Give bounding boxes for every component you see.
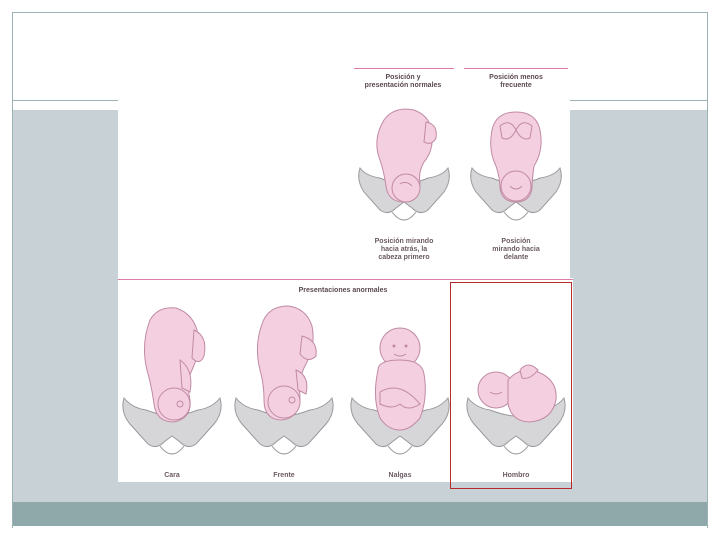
heading-abnormal: Presentaciones anormales [298, 287, 388, 294]
panel-looking-back [354, 100, 454, 240]
slide-frame-left [12, 12, 13, 528]
heading-line-less-frequent [464, 68, 568, 69]
fetal-presentation-figure: Posición y presentación normales Posició… [118, 60, 573, 482]
heading-normal: Posición y presentación normales [364, 74, 442, 89]
caption-breech: Nalgas [388, 472, 412, 479]
panel-brow [232, 300, 336, 470]
heading-line-normal [354, 68, 454, 69]
figure-left-area [118, 100, 352, 278]
slide-frame-top [12, 12, 708, 13]
panel-breech [348, 300, 452, 470]
heading-line-abnormal [118, 279, 573, 280]
caption-looking-back: Posición mirando hacia atrás, la cabeza … [374, 238, 434, 261]
caption-face: Cara [164, 472, 180, 479]
slide-frame-right [707, 12, 708, 528]
caption-looking-forward: Posición mirando hacia delante [492, 238, 540, 261]
caption-shoulder: Hombro [502, 472, 530, 479]
panel-shoulder [464, 300, 568, 470]
caption-brow: Frente [273, 472, 295, 479]
heading-less-frequent: Posición menos frecuente [489, 74, 543, 89]
footer-bar [13, 502, 707, 526]
shoulder-highlight-box [450, 282, 572, 489]
panel-face [120, 300, 224, 470]
panel-looking-forward [466, 100, 566, 240]
